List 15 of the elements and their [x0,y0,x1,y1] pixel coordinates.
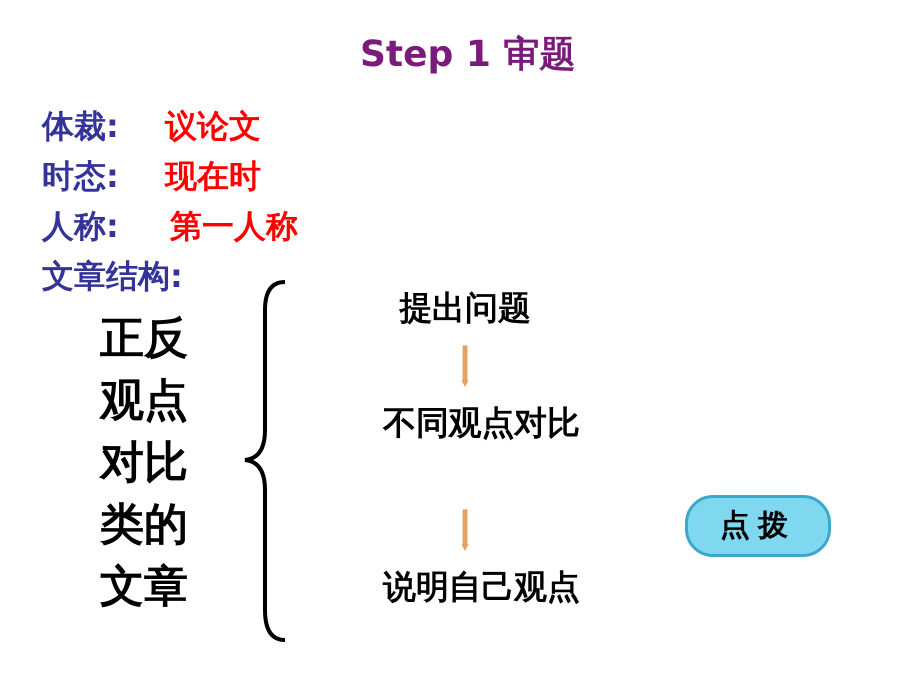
field-label: 时态: [42,156,119,197]
field-value: 现在时 [165,156,261,197]
hint-button: 点拨 [685,495,831,557]
field-label: 文章结构: [42,256,183,297]
field-label: 人称: [42,206,119,247]
field-label: 体裁: [42,106,119,147]
node-text: 提出问题 [399,290,531,328]
arrow [461,345,469,387]
title: Step 1 审题 [360,33,576,77]
arrow [461,509,469,551]
side-note: 正反观点对比类的文章 [100,312,189,614]
node-text: 说明自己观点 [382,568,580,606]
field-value: 议论文 [165,106,261,147]
field-value: 第一人称 [170,206,298,247]
node-text: 不同观点对比 [382,404,580,442]
